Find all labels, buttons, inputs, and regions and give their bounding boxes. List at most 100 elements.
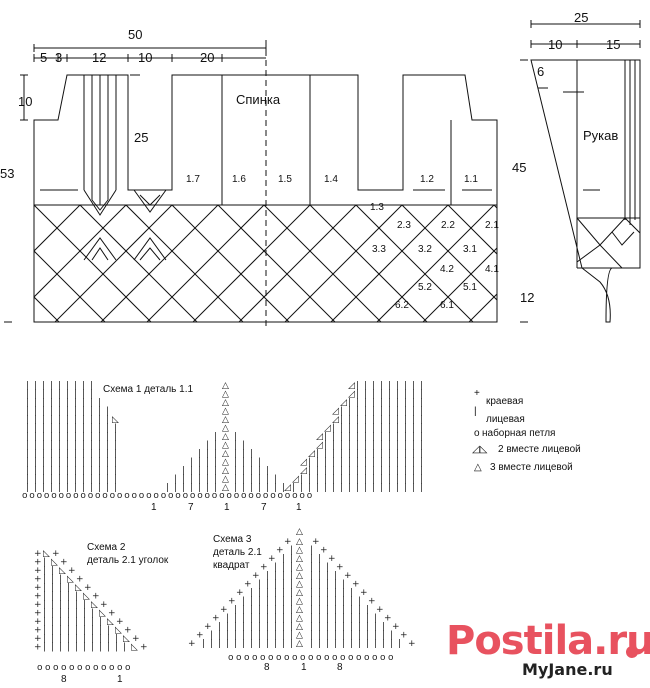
scheme1-knit-mark: | (242, 441, 245, 451)
scheme2-knit-mark: | (107, 634, 110, 644)
scheme1-knit-mark: | (26, 449, 29, 459)
scheme3-knit-mark: | (218, 622, 221, 632)
scheme1-knit-mark: | (50, 381, 53, 391)
scheme1-knit-mark: | (42, 390, 45, 400)
scheme1-knit-mark: | (356, 441, 359, 451)
scheme3-knit-mark: | (274, 597, 277, 607)
scheme1-knit-mark: | (380, 398, 383, 408)
scheme3-knit-mark: | (290, 622, 293, 632)
scheme2-caston-mark: o (53, 663, 59, 673)
scheme1-knit-mark: | (364, 398, 367, 408)
grid-diag (309, 205, 428, 322)
piece-5-2: 5.2 (418, 282, 432, 293)
scheme1-knit-mark: | (26, 466, 29, 476)
scheme3-k3tog-mark: △ (296, 571, 303, 581)
scheme2-knit-mark: | (75, 626, 78, 636)
scheme1-knit-mark: | (356, 390, 359, 400)
scheme2-knit-mark: | (67, 626, 70, 636)
scheme2-caston-mark: o (69, 663, 75, 673)
scheme3-edge-mark: + (400, 631, 408, 641)
scheme1-caston-mark: o (146, 491, 152, 501)
scheme1-knit-mark: | (372, 449, 375, 459)
scheme1-knit-mark: | (348, 483, 351, 493)
scheme1-dec-mark: ◿ (300, 466, 307, 476)
grid-diag (34, 250, 106, 322)
scheme3-knit-mark: | (382, 631, 385, 641)
scheme3-edge-mark: + (312, 537, 320, 547)
scheme1-knit-mark: | (412, 466, 415, 476)
scheme3-knit-mark: | (366, 622, 369, 632)
scheme1-knit-mark: | (404, 424, 407, 434)
scheme3-knit-mark: | (242, 639, 245, 649)
sleeve-piece (520, 20, 641, 323)
scheme3-caston-mark: o (388, 653, 394, 663)
scheme1-k3tog-mark: △ (222, 432, 229, 442)
scheme1-knit-mark: | (300, 483, 303, 493)
scheme3-knit-mark: | (326, 605, 329, 615)
scheme1-knit-mark: | (380, 407, 383, 417)
scheme1-knit-mark: | (340, 424, 343, 434)
scheme2-dec-mark: ◺ (115, 626, 122, 636)
back-piece-labels: 1.7 1.6 1.5 1.4 1.3 1.2 1.1 2.3 2.2 2.1 … (186, 174, 499, 311)
scheme1-knit-mark: | (356, 415, 359, 425)
scheme1-knit-mark: | (372, 466, 375, 476)
scheme3-chart: △△++△++||△++||||△++||||||△++||||||||△++|… (188, 527, 416, 663)
scheme1-knit-mark: | (198, 458, 201, 468)
scheme1-knit-mark: | (348, 458, 351, 468)
scheme3-knit-mark: | (374, 631, 377, 641)
scheme3-knit-mark: | (342, 605, 345, 615)
scheme3-knit-mark: | (310, 571, 313, 581)
scheme1-caston-mark: o (183, 491, 189, 501)
scheme1-knit-mark: | (364, 449, 367, 459)
scheme2-knit-mark: | (51, 566, 54, 576)
scheme1-knit-mark: | (348, 432, 351, 442)
scheme3-knit-mark: | (290, 614, 293, 624)
scheme1-knit-mark: | (190, 475, 193, 485)
scheme3-edge-mark: + (384, 614, 392, 624)
grid-diag (146, 205, 265, 322)
scheme1-knit-mark: | (206, 449, 209, 459)
scheme3-edge-mark: + (196, 631, 204, 641)
scheme3-edge-mark: + (320, 546, 328, 556)
scheme1-knit-mark: | (98, 449, 101, 459)
scheme3-knit-mark: | (342, 639, 345, 649)
scheme1-knit-mark: | (412, 475, 415, 485)
scheme1-knit-mark: | (412, 432, 415, 442)
sleeve-dim-10: 10 (548, 37, 562, 52)
scheme1-dec-mark: ◿ (348, 390, 355, 400)
scheme1-knit-mark: | (58, 466, 61, 476)
scheme3-knit-mark: | (266, 571, 269, 581)
scheme1-knit-mark: | (106, 432, 109, 442)
scheme3-k3tog-mark: △ (296, 622, 303, 632)
scheme1-knit-mark: | (190, 483, 193, 493)
scheme2-num-1: 1 (117, 674, 123, 685)
scheme1-caston-mark: o (117, 491, 123, 501)
scheme2-knit-mark: | (83, 643, 86, 653)
piece-1-6: 1.6 (232, 174, 246, 185)
scheme3-knit-mark: | (366, 631, 369, 641)
scheme1-knit-mark: | (58, 424, 61, 434)
scheme1-caston-mark: o (88, 491, 94, 501)
scheme2-knit-mark: | (75, 609, 78, 619)
scheme1-knit-mark: | (388, 407, 391, 417)
scheme1-knit-mark: | (340, 475, 343, 485)
scheme1-knit-mark: | (258, 466, 261, 476)
scheme3-knit-mark: | (358, 597, 361, 607)
scheme3-knit-mark: | (358, 622, 361, 632)
scheme2-knit-mark: | (83, 600, 86, 610)
scheme1-knit-mark: | (66, 449, 69, 459)
scheme3-knit-mark: | (310, 639, 313, 649)
scheme3-num-8b: 8 (337, 662, 343, 673)
scheme1-knit-mark: | (58, 483, 61, 493)
scheme1-knit-mark: | (348, 398, 351, 408)
sleeve-title: Рукав (583, 128, 618, 143)
scheme3-edge-mark: + (244, 580, 252, 590)
scheme3-knit-mark: | (358, 605, 361, 615)
scheme1-caston-mark: o (307, 491, 313, 501)
scheme3-knit-mark: | (290, 571, 293, 581)
scheme1-knit-mark: | (242, 466, 245, 476)
scheme1-knit-mark: | (58, 432, 61, 442)
scheme1-knit-mark: | (190, 466, 193, 476)
scheme3-knit-mark: | (242, 605, 245, 615)
